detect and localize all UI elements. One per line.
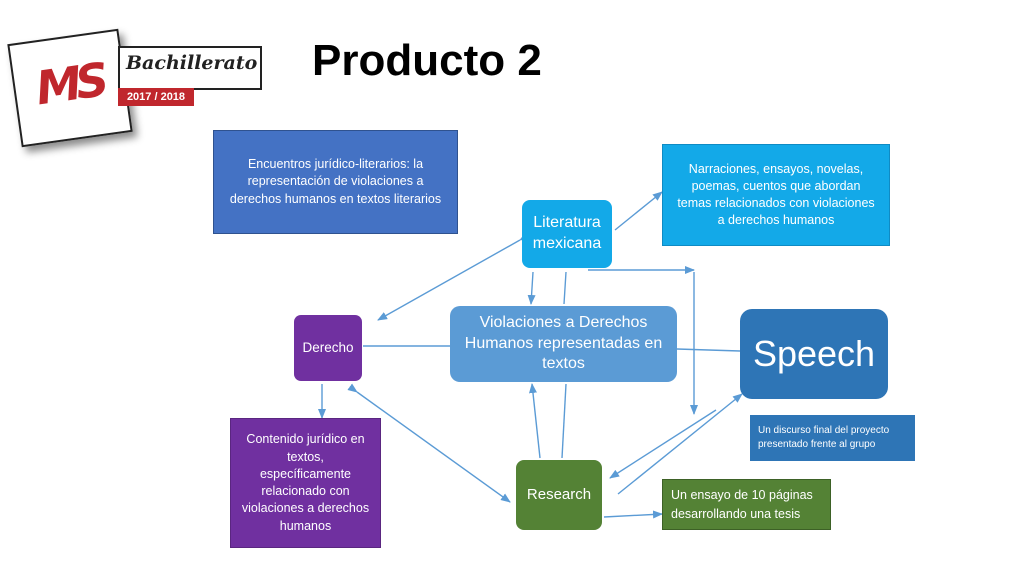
node-derecho: Derecho	[294, 315, 362, 381]
logo-years: 2017 / 2018	[118, 88, 194, 106]
page-title: Producto 2	[312, 36, 542, 85]
node-speech: Speech	[740, 309, 888, 399]
arrow-literatura-derecho	[377, 232, 530, 321]
logo-banner: Bachillerato	[118, 46, 262, 90]
arrow-research-to-center	[528, 383, 541, 459]
line-center-research	[561, 383, 567, 459]
speech-desc-box: Un discurso final del proyecto presentad…	[750, 415, 915, 461]
arrow-research-to-speech	[617, 393, 743, 495]
arrow-literatura-to-desc	[614, 191, 663, 231]
node-literatura-label: Literatura mexicana	[532, 214, 602, 252]
literatura-desc-text: Narraciones, ensayos, novelas, poemas, c…	[677, 161, 875, 228]
arrow-literatura-to-center	[527, 271, 536, 305]
line-literatura-center	[563, 271, 567, 305]
node-speech-label: Speech	[752, 333, 876, 375]
literatura-desc-box: Narraciones, ensayos, novelas, poemas, c…	[662, 144, 890, 246]
arrow-research-to-desc	[603, 510, 663, 519]
speech-desc-text: Un discurso final del proyecto presentad…	[758, 424, 890, 451]
derecho-desc-text: Contenido jurídico en textos, específica…	[241, 432, 370, 533]
research-desc-text: Un ensayo de 10 páginas desarrollando un…	[671, 488, 813, 521]
node-derecho-label: Derecho	[302, 339, 354, 355]
node-center-label: Violaciones a Derechos Humanos represent…	[464, 313, 663, 373]
research-desc-box: Un ensayo de 10 páginas desarrollando un…	[662, 479, 831, 530]
intro-box: Encuentros jurídico-literarios: la repre…	[213, 130, 458, 234]
node-center-violaciones: Violaciones a Derechos Humanos represent…	[450, 306, 677, 382]
node-research-label: Research	[526, 485, 592, 503]
logo-word: Bachillerato	[126, 52, 258, 74]
intro-box-text: Encuentros jurídico-literarios: la repre…	[229, 157, 442, 206]
arrow-speech-to-research	[609, 409, 717, 479]
node-research: Research	[516, 460, 602, 530]
node-literatura-mexicana: Literatura mexicana	[522, 200, 612, 268]
logo: MS Bachillerato 2017 / 2018	[7, 28, 262, 148]
line-center-speech	[676, 348, 741, 352]
derecho-desc-box: Contenido jurídico en textos, específica…	[230, 418, 381, 548]
arrow-derecho-research	[347, 383, 511, 503]
